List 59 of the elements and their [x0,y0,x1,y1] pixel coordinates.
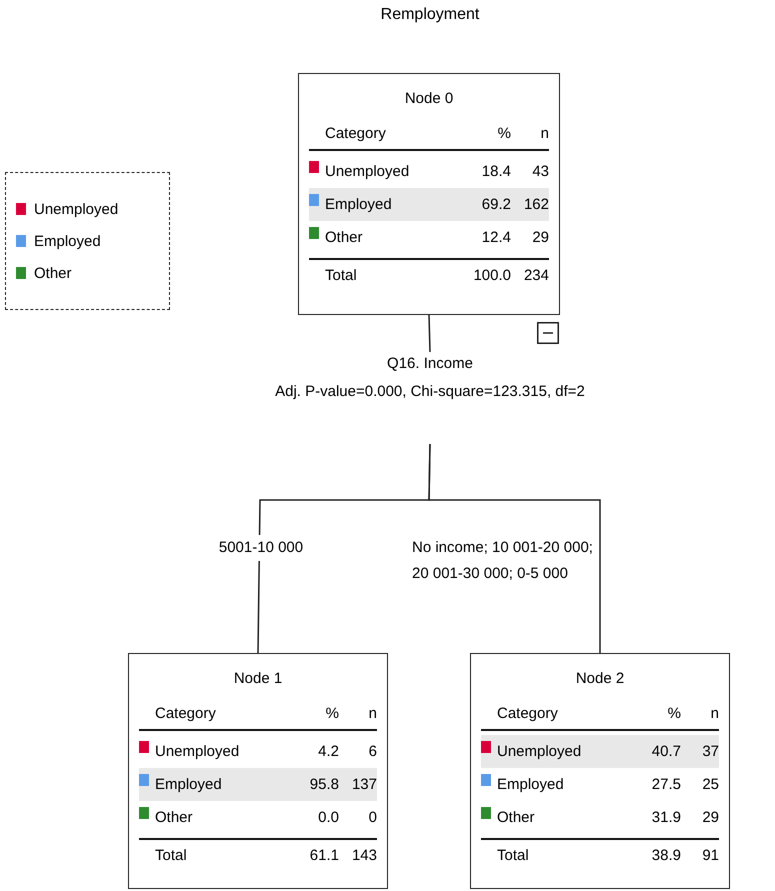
column-header: Category [497,705,559,722]
percent-value: 40.7 [650,743,681,760]
count-value: 29 [701,809,719,826]
total-label: Total [497,847,530,864]
category-label: Unemployed [155,743,240,760]
connector-line [428,444,601,653]
legend-label: Employed [34,232,101,250]
category-label: Other [497,809,536,826]
total-label: Total [155,847,188,864]
percent-value: 69.2 [480,196,511,213]
column-header: Category [325,125,387,142]
total-label: Total [325,267,358,284]
category-label: Employed [325,196,393,213]
percent-value: 18.4 [480,163,511,180]
count-value: 25 [701,776,719,793]
node-heading: Node 0 [404,89,454,109]
column-header: % [496,125,511,142]
percent-value: 0.0 [317,809,339,826]
category-label: Unemployed [325,163,410,180]
percent-value: 95.8 [308,776,339,793]
count-value: 43 [531,163,549,180]
legend-label: Unemployed [34,200,118,218]
column-header: n [368,705,377,722]
split-variable: Q16. Income [386,354,474,374]
percent-value: 61.1 [308,847,339,864]
count-value: 137 [350,776,377,793]
tree-node-box [298,73,560,315]
count-value: 91 [701,847,719,864]
category-label: Unemployed [497,743,582,760]
count-value: 162 [522,196,549,213]
category-label: Other [155,809,194,826]
count-value: 143 [350,847,377,864]
split-statistics: Adj. P-value=0.000, Chi-square=123.315, df=2 [274,382,586,402]
percent-value: 27.5 [650,776,681,793]
tree-node-box [470,653,730,889]
connector-line [428,314,431,352]
column-header: Category [155,705,217,722]
count-value: 6 [368,743,377,760]
percent-value: 12.4 [480,229,511,246]
category-label: Other [325,229,364,246]
category-label: Employed [155,776,223,793]
node-heading: Node 2 [574,669,626,689]
column-header: % [324,705,339,722]
count-value: 0 [368,809,377,826]
count-value: 29 [531,229,549,246]
percent-value: 31.9 [650,809,681,826]
count-value: 234 [522,267,549,284]
column-header: n [710,705,719,722]
percent-value: 4.2 [317,743,339,760]
diagram-title: Remployment [380,6,480,24]
column-header: n [540,125,549,142]
legend-label: Other [34,264,72,282]
tree-node-box [128,653,388,889]
percent-value: 100.0 [472,267,511,284]
node-heading: Node 1 [232,669,284,689]
category-label: Employed [497,776,565,793]
count-value: 37 [701,743,719,760]
percent-value: 38.9 [650,847,681,864]
column-header: % [666,705,681,722]
